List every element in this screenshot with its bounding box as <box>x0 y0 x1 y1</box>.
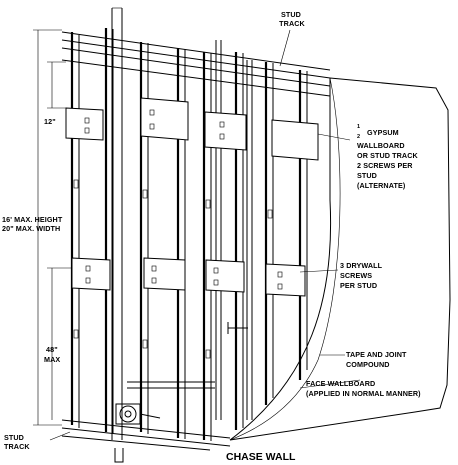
tape-compound-label: TAPE AND JOINT COMPOUND <box>346 350 409 369</box>
max-height-label: 16' MAX. HEIGHT <box>2 215 63 224</box>
drywall-screws-label: 3 DRYWALL SCREWS PER STUD <box>340 261 384 290</box>
face-wallboard-sheet <box>229 77 451 441</box>
stud-track-top-label: STUD TRACK <box>279 10 305 28</box>
face-wallboard-label: FACE WALLBOARD (APPLIED IN NORMAL MANNER… <box>306 379 421 398</box>
upper-blocking-boards <box>65 97 319 161</box>
studs <box>70 28 308 441</box>
top-stud-track <box>61 31 331 97</box>
stud-track-bottom-label: STUD TRACK <box>4 433 30 451</box>
dimension-lines <box>33 29 72 426</box>
bottom-stud-track <box>61 419 231 451</box>
max-width-label: 20" MAX. WIDTH <box>2 224 60 233</box>
dim-12-label: 12" <box>44 117 56 126</box>
leader-lines <box>49 29 361 441</box>
screws <box>73 109 283 359</box>
diagram-title: CHASE WALL <box>226 451 296 463</box>
lower-blocking-boards <box>71 257 306 297</box>
pipes <box>111 7 253 463</box>
gypsum-label: 1 2 GYPSUM WALLBOARD OR STUD TRACK 2 SCR… <box>357 121 420 190</box>
dim-48-label: 48" MAX <box>44 345 60 364</box>
